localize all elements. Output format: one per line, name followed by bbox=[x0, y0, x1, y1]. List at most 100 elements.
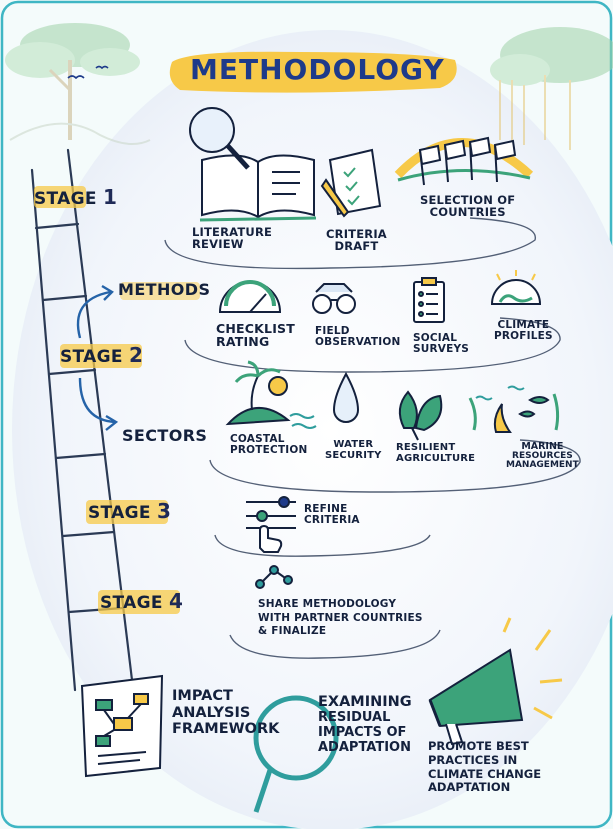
framework-line3: Framework bbox=[172, 721, 280, 738]
checklist-rating-line1: Checklist bbox=[216, 321, 295, 336]
share-methodology-label: Share methodology with partner countries… bbox=[258, 598, 423, 639]
sliders-hand-icon bbox=[246, 496, 296, 553]
resilient-agriculture-line2: Agriculture bbox=[396, 452, 476, 464]
framework-document-icon bbox=[80, 674, 164, 778]
checklist-rating-line2: Rating bbox=[216, 334, 270, 350]
residual-line2: Residual bbox=[318, 709, 391, 725]
share-nodes-icon bbox=[255, 565, 293, 589]
selection-line1: Selection of bbox=[420, 193, 516, 207]
refine-criteria-line1: Refine bbox=[304, 503, 348, 515]
climate-profiles-line2: Profiles bbox=[494, 330, 553, 343]
coastal-protection-line1: Coastal bbox=[230, 433, 285, 445]
arrow-to-methods bbox=[76, 290, 111, 339]
water-security-line2: Security bbox=[325, 449, 382, 461]
coastal-protection-label: Coastal Protection bbox=[230, 433, 308, 457]
open-book-magnifier-icon bbox=[189, 107, 317, 222]
stage-3-number: 3 bbox=[156, 499, 172, 523]
water-security-label: Water Security bbox=[325, 439, 382, 461]
background-circle bbox=[12, 30, 613, 829]
field-observation-line1: Field bbox=[315, 325, 350, 337]
residual-line4: Adaptation bbox=[318, 739, 411, 755]
literature-review-line2: Review bbox=[192, 237, 244, 252]
stage-2-highlight bbox=[60, 344, 142, 368]
coastal-protection-line2: Protection bbox=[230, 444, 308, 457]
selection-of-countries-label: Selection of Countries bbox=[420, 194, 515, 218]
sectors-label: Sectors bbox=[122, 426, 208, 445]
field-observation-line2: Observation bbox=[315, 336, 401, 349]
criteria-draft-label: Criteria Draft bbox=[326, 228, 387, 252]
literature-review-line1: Literature bbox=[192, 225, 273, 239]
promote-line4: adaptation bbox=[428, 780, 511, 795]
stage-4-highlight bbox=[98, 590, 180, 614]
stage-2-label: Stage 2 bbox=[60, 345, 143, 367]
stage-4-number: 4 bbox=[168, 589, 184, 613]
checklist-pencil-icon bbox=[320, 148, 382, 218]
promote-line1: Promote best bbox=[428, 739, 529, 753]
stage-4-word: Stage bbox=[100, 593, 163, 613]
climate-profiles-label: Climate Profiles bbox=[494, 319, 553, 343]
marine-resources-line3: Management bbox=[506, 460, 579, 471]
residual-line3: Impacts of bbox=[318, 724, 407, 740]
stage-1-word: Stage bbox=[34, 189, 97, 209]
gauge-icon bbox=[218, 280, 282, 313]
stage-4-label: Stage 4 bbox=[100, 591, 183, 613]
share-methodology-line1: Share methodology bbox=[258, 598, 397, 610]
arrow-to-sectors bbox=[78, 377, 116, 424]
examining-residual-impacts-label: Examining Residual Impacts of Adaptation bbox=[318, 694, 412, 755]
refine-criteria-label: Refine Criteria bbox=[304, 503, 360, 527]
birds-decoration bbox=[67, 65, 109, 80]
stage-1-label: Stage 1 bbox=[34, 187, 117, 209]
trees-right-decoration bbox=[490, 27, 613, 150]
stage-3-label: Stage 3 bbox=[88, 501, 171, 523]
residual-line1: Examining bbox=[318, 694, 412, 710]
social-surveys-line1: Social bbox=[413, 332, 458, 344]
refine-criteria-line2: Criteria bbox=[304, 514, 360, 527]
stage-3-word: Stage bbox=[88, 503, 151, 523]
marine-resources-label: Marine Resources Management bbox=[506, 442, 579, 471]
palm-island-icon bbox=[225, 360, 317, 429]
water-security-line1: Water bbox=[333, 439, 374, 450]
swoosh-curves bbox=[164, 217, 581, 659]
stage-3-highlight bbox=[86, 500, 168, 524]
stage-1-number: 1 bbox=[102, 185, 118, 209]
selection-line2: Countries bbox=[429, 205, 506, 220]
promote-best-practices-label: Promote best practices in climate change… bbox=[428, 739, 542, 795]
checklist-rating-label: Checklist Rating bbox=[216, 322, 295, 348]
leaves-icon bbox=[398, 390, 443, 441]
field-observation-label: Field Observation bbox=[315, 325, 401, 349]
binoculars-icon bbox=[312, 283, 356, 314]
globe-icon bbox=[490, 270, 542, 305]
resilient-agriculture-label: Resilient Agriculture bbox=[396, 442, 476, 464]
framework-line2: Analysis bbox=[172, 704, 251, 721]
social-surveys-line2: Surveys bbox=[413, 343, 470, 356]
climate-profiles-line1: Climate bbox=[497, 319, 550, 331]
water-drop-icon bbox=[332, 371, 360, 423]
literature-review-label: Literature Review bbox=[192, 226, 272, 250]
flags-icon bbox=[394, 136, 534, 186]
megaphone-icon bbox=[428, 617, 563, 746]
criteria-draft-line2: Draft bbox=[334, 239, 379, 254]
marine-resources-line1: Marine bbox=[521, 441, 564, 452]
trees-left-decoration bbox=[5, 23, 151, 145]
criteria-draft-line1: Criteria bbox=[326, 227, 387, 241]
marine-resources-line2: Resources bbox=[512, 450, 573, 461]
promote-line3: climate change bbox=[428, 766, 542, 781]
framework-line1: Impact bbox=[172, 688, 233, 704]
impact-analysis-framework-label: Impact Analysis Framework bbox=[172, 688, 279, 738]
share-methodology-line3: & finalize bbox=[258, 625, 327, 638]
resilient-agriculture-line1: Resilient bbox=[396, 442, 456, 453]
share-methodology-line2: with partner countries bbox=[258, 611, 423, 624]
magnifier-icon bbox=[253, 695, 339, 813]
title-highlight bbox=[169, 51, 457, 93]
page-title: Methodology bbox=[190, 53, 445, 86]
coral-fish-icon bbox=[468, 385, 560, 433]
clipboard-icon bbox=[413, 277, 445, 323]
stage-1-highlight bbox=[34, 186, 86, 208]
methods-label: Methods bbox=[118, 280, 211, 299]
methods-highlight bbox=[120, 282, 200, 300]
stage-2-number: 2 bbox=[128, 343, 144, 367]
stage-2-word: Stage bbox=[60, 347, 123, 367]
social-surveys-label: Social Surveys bbox=[413, 332, 470, 356]
